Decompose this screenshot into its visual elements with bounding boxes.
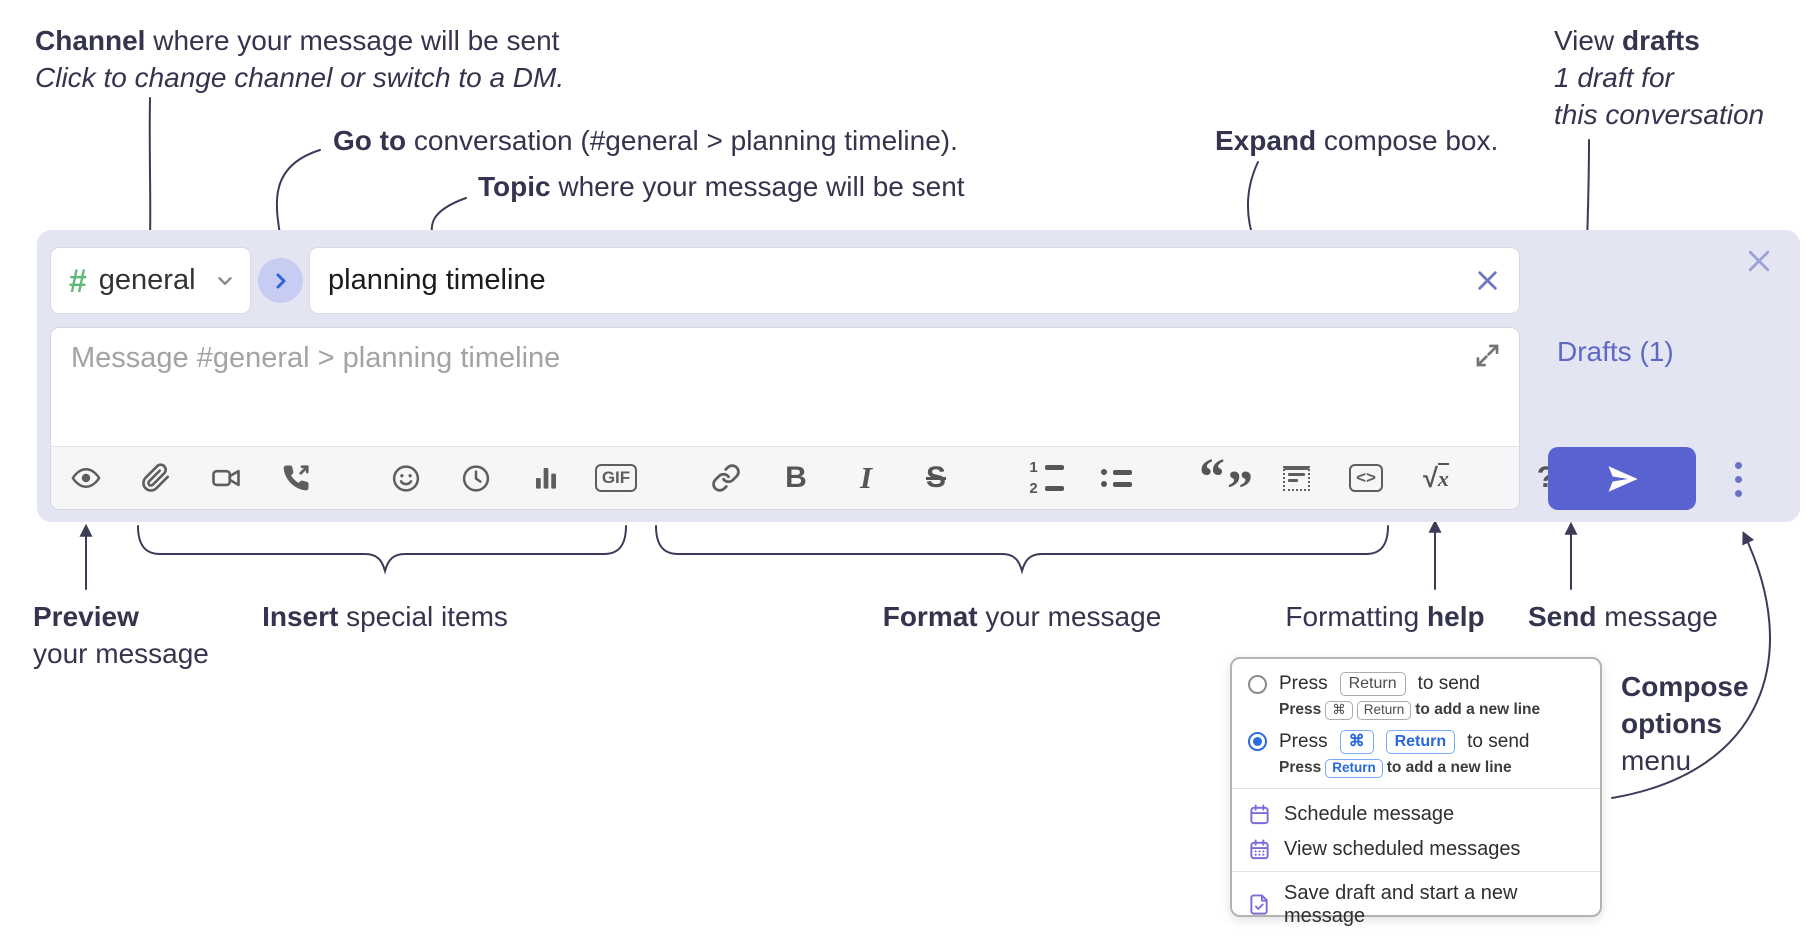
annotation-topic: Topic where your message will be sent <box>478 171 965 202</box>
italic-button[interactable]: I <box>851 458 881 498</box>
bulleted-list-button[interactable] <box>1100 458 1132 498</box>
calendar-grid-icon <box>1250 839 1269 859</box>
strikethrough-button[interactable]: S <box>921 458 951 498</box>
message-compose-area[interactable]: Message #general > planning timeline <box>50 327 1555 518</box>
video-camera-icon <box>212 469 240 487</box>
spoiler-button[interactable] <box>1281 458 1311 498</box>
link-icon <box>712 464 740 492</box>
radio-unselected[interactable] <box>1248 674 1267 694</box>
compose-toolbar: GIF B I S 1 2 <box>51 446 1555 518</box>
numbered-list-button[interactable]: 1 2 <box>1029 458 1064 498</box>
close-icon <box>1748 250 1770 272</box>
option-text: to send <box>1467 730 1530 752</box>
annotation-expand: Expand compose box. <box>1215 125 1499 156</box>
preview-button[interactable] <box>71 458 101 498</box>
chevron-down-icon <box>218 276 232 285</box>
send-plane-icon <box>1608 465 1638 492</box>
code-button[interactable]: <> <box>1349 458 1383 498</box>
kbd-cmd: ⌘ <box>1325 701 1353 720</box>
option-text: Press <box>1279 730 1328 752</box>
spoiler-icon <box>1282 465 1310 491</box>
kbd-return: Return <box>1339 672 1406 696</box>
clear-topic-button[interactable] <box>1474 267 1501 294</box>
drafts-link[interactable]: Drafts (1) <box>1557 336 1674 367</box>
compose-options-menu-button[interactable] <box>1728 454 1748 504</box>
option-text: to send <box>1417 673 1480 694</box>
italic-icon: I <box>859 460 873 495</box>
annotation-goto: Go to conversation (#general > planning … <box>333 125 958 156</box>
annotation-compose-options: Compose options menu <box>1621 671 1749 776</box>
math-button[interactable]: √x <box>1421 458 1451 498</box>
annotation-formatting-help: Formatting help <box>1285 601 1485 632</box>
phone-call-icon <box>283 465 309 491</box>
global-time-button[interactable] <box>461 458 491 498</box>
expand-compose-button[interactable] <box>1474 342 1501 369</box>
video-call-button[interactable] <box>211 458 241 498</box>
channel-hash-icon: # <box>69 262 87 299</box>
kbd-return: Return <box>1385 729 1456 754</box>
bar-chart-icon <box>536 468 556 489</box>
message-placeholder: Message #general > planning timeline <box>71 342 561 374</box>
menu-item-view-scheduled[interactable]: View scheduled messages <box>1248 832 1582 867</box>
menu-item-label: Schedule message <box>1284 802 1455 825</box>
calendar-icon <box>1250 804 1269 824</box>
ellipsis-dot <box>1734 461 1742 469</box>
poll-button[interactable] <box>531 458 561 498</box>
expand-icon <box>1476 344 1499 367</box>
kbd-cmd: ⌘ <box>1339 729 1374 754</box>
option-enter-to-send[interactable]: Press Return to send <box>1248 672 1582 696</box>
gif-icon: GIF <box>594 463 638 493</box>
bold-button[interactable]: B <box>781 458 811 498</box>
annotation-view-drafts: View drafts 1 draft for this conversatio… <box>1554 25 1765 130</box>
smiley-icon <box>392 464 420 492</box>
option-text: Press <box>1279 673 1328 694</box>
menu-divider <box>1232 870 1600 872</box>
menu-divider <box>1232 787 1600 789</box>
annotation-channel: Channel where your message will be sent … <box>35 25 565 93</box>
chevron-right-icon <box>276 273 285 288</box>
bold-icon: B <box>785 461 807 494</box>
topic-input[interactable]: planning timeline <box>309 247 1520 314</box>
close-icon <box>1478 271 1497 290</box>
channel-selector[interactable]: # general <box>50 247 251 314</box>
code-icon: <> <box>1349 463 1383 493</box>
numbered-list-icon: 1 2 <box>1029 460 1064 496</box>
menu-item-schedule-message[interactable]: Schedule message <box>1248 797 1582 832</box>
annotation-send: Send message <box>1528 601 1718 632</box>
gif-button[interactable]: GIF <box>594 458 638 498</box>
paperclip-icon <box>142 463 170 492</box>
link-button[interactable] <box>711 458 741 498</box>
send-button[interactable] <box>1548 447 1696 510</box>
audio-call-button[interactable] <box>281 458 311 498</box>
ellipsis-dot <box>1734 475 1742 483</box>
close-compose-button[interactable] <box>1742 244 1776 278</box>
annotation-insert: Insert special items <box>262 601 508 632</box>
eye-icon <box>71 468 101 488</box>
math-icon: √x <box>1423 462 1449 493</box>
option-cmd-enter-to-send-hint: Press Return to add a new line <box>1279 758 1512 778</box>
attach-file-button[interactable] <box>141 458 171 498</box>
strikethrough-icon: S <box>925 461 946 494</box>
clock-icon <box>462 464 490 492</box>
annotation-format: Format your message <box>882 601 1162 632</box>
kbd-return: Return <box>1325 758 1383 778</box>
quote-button[interactable]: “” <box>1199 449 1253 518</box>
radio-selected[interactable] <box>1248 732 1267 752</box>
emoji-button[interactable] <box>391 458 421 498</box>
compose-options-popup: Press Return to send Press ⌘ Return to a… <box>1230 657 1602 927</box>
menu-item-save-draft[interactable]: Save draft and start a new message <box>1248 880 1582 934</box>
kbd-return: Return <box>1356 701 1412 720</box>
save-draft-icon <box>1250 894 1268 915</box>
go-to-conversation-button[interactable] <box>258 258 303 303</box>
menu-item-label: Save draft and start a new message <box>1284 881 1518 927</box>
option-cmd-enter-to-send[interactable]: Press ⌘ Return to send <box>1248 729 1582 754</box>
option-enter-to-send-hint: Press ⌘ Return to add a new line <box>1279 701 1541 720</box>
channel-name: general <box>98 264 196 296</box>
topic-value: planning timeline <box>328 264 546 296</box>
menu-item-label: View scheduled messages <box>1284 837 1521 860</box>
annotation-preview: Preview your message <box>33 601 209 669</box>
ellipsis-dot <box>1734 489 1742 497</box>
bulleted-list-icon <box>1100 469 1132 487</box>
